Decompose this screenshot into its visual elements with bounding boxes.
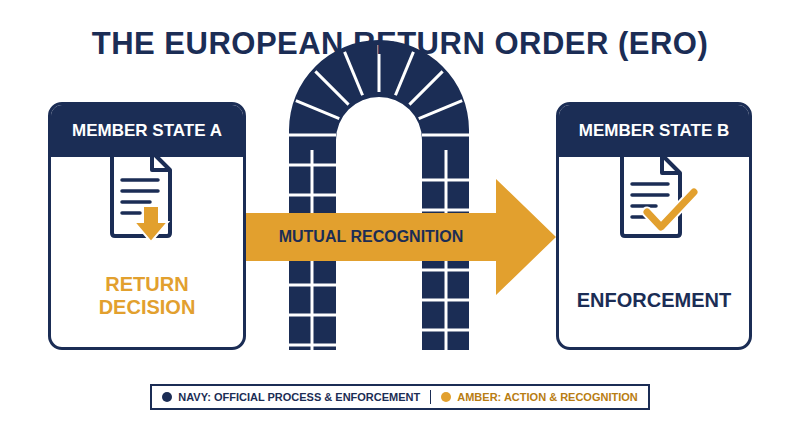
arrow-label: MUTUAL RECOGNITION (276, 228, 467, 246)
legend-text: AMBER: ACTION & RECOGNITION (457, 391, 637, 403)
state-box: MEMBER STATE B ENFORCEMENT (556, 102, 752, 350)
document-icon-b (622, 155, 694, 236)
arch-joint (409, 71, 442, 104)
arch-joint (296, 101, 339, 119)
box-body-text: RETURN DECISION (72, 273, 222, 319)
state-box: MEMBER STATE A RETURN DECISION (48, 102, 246, 350)
arch-joint (422, 359, 469, 362)
arch-shape (289, 40, 469, 350)
legend-swatch (162, 392, 172, 402)
box-heading: MEMBER STATE A (51, 105, 243, 157)
arch-illustration (289, 40, 469, 360)
arch-joint (315, 71, 348, 104)
arch-joint (422, 134, 469, 137)
legend-divider (430, 390, 431, 404)
arch-joint (289, 134, 336, 137)
box-body-text: ENFORCEMENT (564, 289, 744, 312)
arch-joint (419, 101, 462, 119)
recognition-arrow (246, 179, 556, 295)
legend-box: NAVY: OFFICIAL PROCESS & ENFORCEMENT AMBE… (150, 384, 650, 410)
legend-swatch (441, 392, 451, 402)
legend-item: AMBER: ACTION & RECOGNITION (441, 391, 637, 403)
document-icon-a (112, 152, 170, 242)
diagram-title: THE EUROPEAN RETURN ORDER (ERO) (0, 26, 800, 62)
legend-item: NAVY: OFFICIAL PROCESS & ENFORCEMENT (162, 391, 420, 403)
arch-joints (289, 45, 469, 360)
box-heading: MEMBER STATE B (559, 105, 749, 157)
legend-text: NAVY: OFFICIAL PROCESS & ENFORCEMENT (178, 391, 420, 403)
